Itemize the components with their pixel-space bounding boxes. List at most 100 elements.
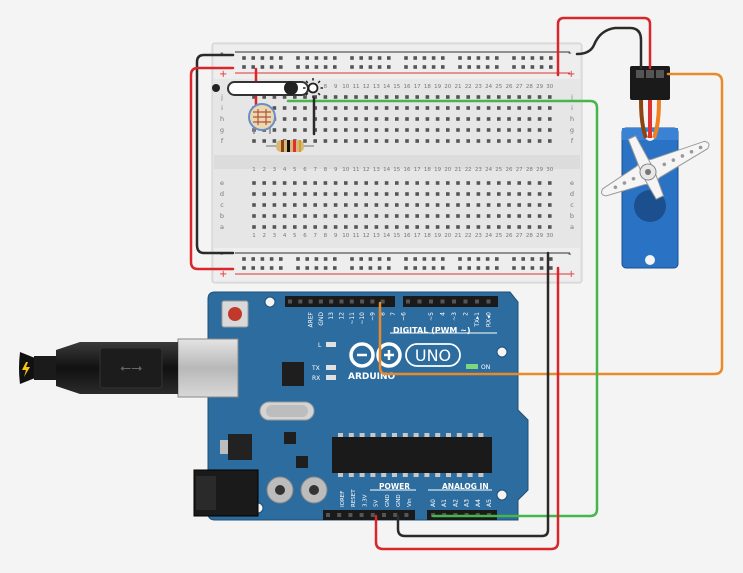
breadboard-hole	[486, 192, 491, 196]
row-letter: a	[570, 223, 574, 231]
breadboard-hole	[303, 95, 307, 99]
header-pin[interactable]	[329, 299, 334, 304]
slider-dark-end-icon	[212, 84, 220, 92]
header-pin[interactable]	[486, 299, 491, 304]
rail-hole	[323, 257, 328, 261]
breadboard-hole	[425, 192, 430, 196]
breadboard-hole	[476, 214, 481, 218]
column-number: 2	[262, 167, 266, 173]
header-pin[interactable]	[393, 513, 398, 517]
breadboard-hole	[293, 95, 297, 99]
digital-pin-label: 8	[380, 312, 387, 316]
header-pin[interactable]	[298, 299, 303, 304]
header-pin[interactable]	[370, 513, 375, 517]
breadboard-hole	[405, 203, 409, 207]
breadboard-hole	[435, 214, 440, 218]
rail-hole	[323, 266, 328, 270]
header-pin[interactable]	[360, 299, 365, 304]
header-pin[interactable]	[382, 513, 386, 517]
column-number: 11	[353, 167, 360, 173]
header-pin[interactable]	[288, 299, 292, 304]
column-number: 1	[252, 167, 256, 173]
light-slider[interactable]	[212, 78, 323, 98]
breadboard-hole	[537, 128, 542, 132]
header-pin[interactable]	[318, 299, 323, 304]
header-pin[interactable]	[429, 299, 433, 304]
digital-pin-label: ~6	[400, 312, 407, 321]
breadboard-hole	[364, 203, 368, 207]
header-pin[interactable]	[370, 299, 375, 304]
breadboard-hole	[333, 106, 338, 110]
breadboard-hole	[354, 117, 358, 121]
header-pin[interactable]	[359, 513, 364, 517]
breadboard-hole	[384, 139, 389, 143]
reset-button-cap[interactable]	[228, 307, 242, 321]
breadboard-hole	[537, 95, 542, 99]
chip-pin	[435, 433, 441, 437]
rail-hole	[279, 257, 283, 261]
digital-label: DIGITAL (PWM ~)	[393, 326, 471, 335]
rail-hole	[333, 257, 337, 261]
breadboard-hole	[313, 95, 317, 99]
arduino-brand: ARDUINO	[348, 372, 396, 382]
breadboard-hole	[395, 181, 399, 185]
header-pin[interactable]	[475, 299, 479, 304]
rail-hole	[305, 56, 309, 60]
column-number: 29	[536, 167, 543, 173]
breadboard-hole	[435, 192, 440, 196]
header-pin[interactable]	[326, 513, 330, 517]
column-number: 17	[414, 233, 421, 239]
breadboard-hole	[364, 117, 368, 121]
breadboard-hole	[466, 192, 470, 196]
column-number: 14	[383, 167, 390, 173]
breadboard-hole	[405, 181, 409, 185]
breadboard-hole	[497, 95, 501, 99]
column-number: 28	[526, 84, 533, 90]
header-pin[interactable]	[349, 299, 354, 304]
header-pin[interactable]	[417, 299, 422, 304]
breadboard-hole	[548, 139, 552, 143]
led-tx-label: TX	[311, 365, 320, 372]
column-number: 16	[404, 167, 411, 173]
breadboard-hole	[293, 192, 297, 196]
rail-hole	[512, 257, 516, 261]
rail-hole	[242, 56, 246, 60]
rail-hole	[279, 65, 283, 69]
breadboard-hole	[456, 128, 460, 132]
breadboard-hole	[354, 214, 358, 218]
header-pin[interactable]	[463, 299, 468, 304]
rail-hole	[441, 257, 445, 261]
rail-hole	[549, 56, 553, 60]
rail-hole	[530, 257, 535, 261]
header-pin[interactable]	[339, 299, 344, 304]
analog-pin-label: A1	[441, 499, 448, 507]
breadboard-hole	[415, 95, 419, 99]
header-pin[interactable]	[404, 513, 409, 517]
header-pin[interactable]	[308, 299, 313, 304]
column-number: 25	[495, 233, 502, 239]
breadboard-hole	[374, 106, 379, 110]
mount-hole	[264, 296, 276, 308]
header-pin[interactable]	[440, 299, 445, 304]
rail-hole	[549, 65, 553, 69]
breadboard-hole	[374, 95, 379, 99]
chip-pin	[338, 433, 343, 437]
breadboard-hole	[303, 214, 307, 218]
breadboard-hole	[435, 203, 440, 207]
atmega-chip	[332, 433, 492, 477]
header-pin[interactable]	[452, 299, 456, 304]
header-pin[interactable]	[337, 513, 342, 517]
column-number: 4	[283, 233, 287, 239]
digital-pin-label: GND	[318, 312, 325, 326]
breadboard-hole	[252, 214, 256, 218]
slider-handle[interactable]	[284, 81, 298, 95]
header-pin[interactable]	[406, 299, 410, 304]
breadboard-hole	[374, 214, 379, 218]
breadboard-hole	[272, 214, 277, 218]
chip-pin	[456, 433, 462, 437]
uno-badge	[405, 343, 461, 367]
column-number: 15	[393, 233, 400, 239]
breadboard-hole	[456, 203, 460, 207]
header-pin[interactable]	[380, 299, 385, 304]
header-pin[interactable]	[348, 513, 353, 517]
